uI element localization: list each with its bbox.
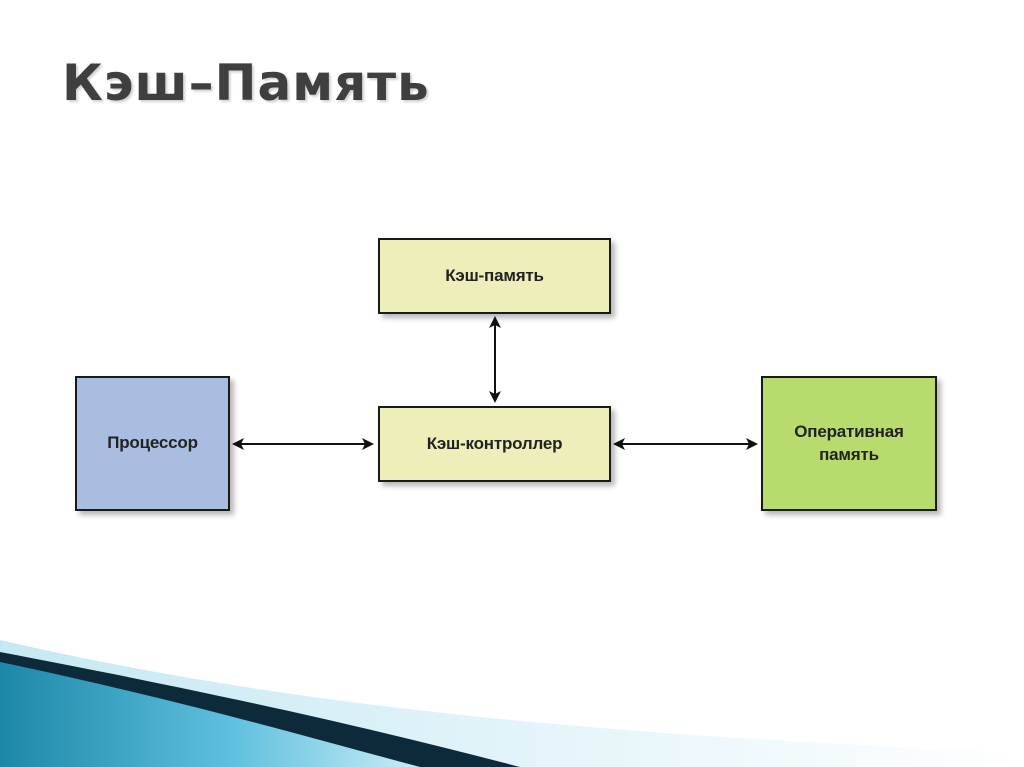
node-cache-memory-label: Кэш-память xyxy=(445,265,544,285)
node-cache-controller-label: Кэш-контроллер xyxy=(426,433,563,453)
node-processor-label: Процессор xyxy=(107,433,198,453)
swoosh-teal-band xyxy=(0,662,420,767)
node-cache-controller: Кэш-контроллер xyxy=(378,406,611,482)
node-cache-memory: Кэш-память xyxy=(378,238,611,314)
node-ram-label: Оперативная память xyxy=(794,421,904,464)
slide-title: Кэш–Память xyxy=(62,54,430,112)
node-ram: Оперативная память xyxy=(761,376,937,511)
node-processor: Процессор xyxy=(75,376,230,511)
